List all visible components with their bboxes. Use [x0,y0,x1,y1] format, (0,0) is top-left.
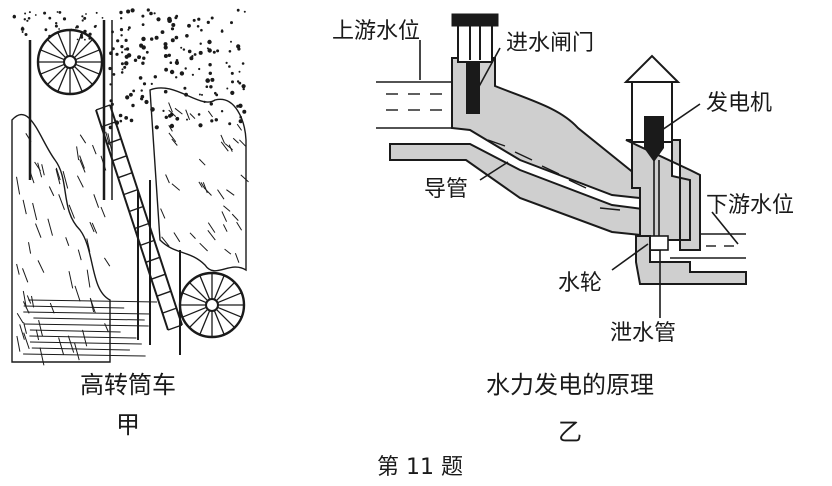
powerhouse-body [625,139,701,251]
intake-gate [466,62,480,114]
label-turbine: 水轮 [558,271,602,296]
label-downstream: 下游水位 [706,193,794,218]
gate-tower [457,21,493,63]
vegetation-hatching [16,102,249,366]
label-upstream: 上游水位 [332,19,420,44]
hill-right [149,87,247,272]
leader-turbine [611,243,649,271]
label-generator: 发电机 [706,91,772,116]
figure-a-letter: 甲 [116,411,140,439]
figure-a-caption: 高转筒车 [80,371,176,399]
label-tailrace: 泄水管 [610,321,676,346]
leader-generator [661,103,701,131]
leader-gate [475,47,501,93]
label-intake-gate: 进水闸门 [506,31,594,56]
illustration-frame [8,6,248,362]
ground-lines [23,299,158,357]
hydro-schematic: 上游水位 进水闸门 发电机 导管 下游水位 水轮 泄水管 [332,13,794,346]
penstock-water [487,139,621,211]
water-wheel-illustration [8,6,249,366]
leader-downstream [711,211,739,245]
tailrace-slab [635,235,747,285]
label-penstock: 导管 [424,177,468,202]
figure-b-caption: 水力发电的原理 [486,371,654,399]
leader-penstock [479,161,509,181]
hill-left [11,113,111,363]
powerhouse-roof [623,54,681,83]
question-number: 第 11 题 [377,455,463,480]
gate-cap [451,13,499,27]
generator [644,116,664,162]
lower-wheel [178,271,246,339]
upstream-water [376,81,455,129]
downstream-water [670,233,746,259]
sky-dot-texture [12,8,247,130]
figure-b-letter: 乙 [558,418,582,446]
upper-wheel [36,28,104,96]
dam-wall [451,57,641,200]
